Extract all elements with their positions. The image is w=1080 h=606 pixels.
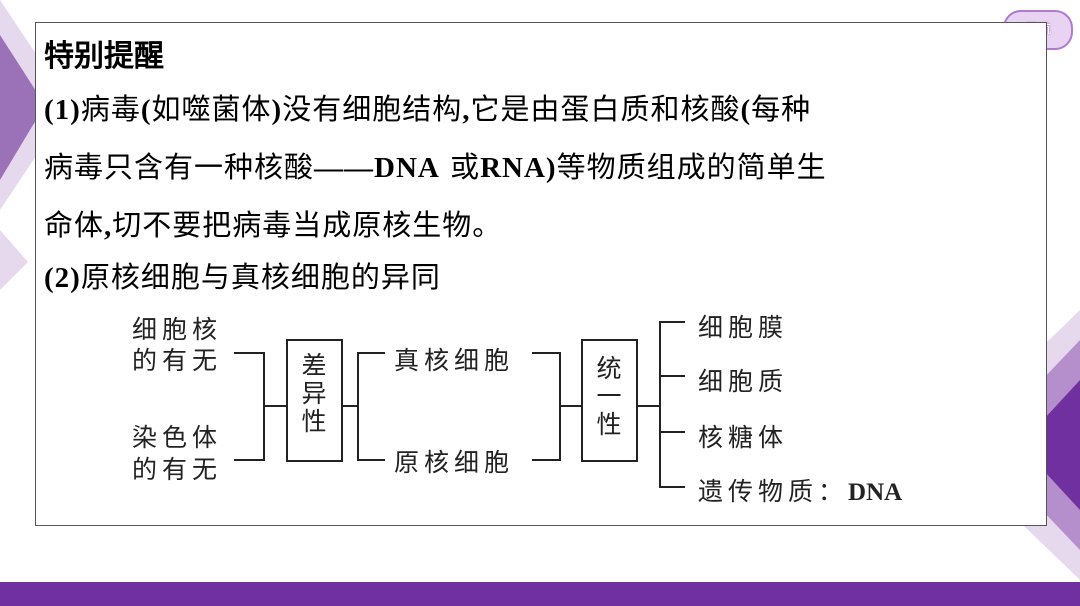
p1-dna: ——DNA bbox=[314, 152, 440, 184]
unity-char-2: 一 bbox=[596, 382, 622, 411]
p1-text-5: 每种 bbox=[751, 92, 812, 126]
right-item-ribosome: 核糖体 bbox=[698, 423, 789, 452]
p2-number: (2) bbox=[44, 262, 81, 294]
right-item-cytoplasm: 细胞质 bbox=[698, 367, 789, 396]
p1-text-2: 如噬菌体 bbox=[151, 92, 272, 126]
p1-paren-close: ) bbox=[271, 94, 283, 126]
p1-text-10: 切不要把病毒当成原核生物。 bbox=[112, 208, 503, 242]
unity-char-3: 性 bbox=[596, 410, 622, 439]
unity-char-1: 统 bbox=[596, 354, 622, 383]
right-item-genetic-material: 遗传物质：DNA bbox=[698, 472, 902, 508]
difference-char-2: 异 bbox=[301, 379, 327, 408]
p1-rna: RNA) bbox=[480, 152, 557, 184]
dna-label: DNA bbox=[848, 479, 903, 506]
unity-box-label: 统 一 性 bbox=[594, 355, 624, 439]
bottom-bar bbox=[0, 582, 1080, 606]
paragraph-1: (1)病毒(如噬菌体)没有细胞结构,它是由蛋白质和核酸(每种 病毒只含有一种核酸… bbox=[44, 81, 1039, 255]
left-item-nucleus-presence: 的有无 bbox=[132, 346, 223, 375]
p1-text-1: 病毒 bbox=[80, 92, 141, 126]
difference-char-3: 性 bbox=[301, 407, 327, 436]
genetic-material-label: 遗传物质： bbox=[698, 477, 849, 506]
p1-paren-open-2: ( bbox=[740, 94, 752, 126]
heading: 特别提醒 bbox=[44, 39, 164, 74]
middle-item-eukaryotic: 真核细胞 bbox=[394, 346, 515, 375]
p1-text-7: 或 bbox=[439, 150, 481, 184]
p1-text-3: 没有细胞结构 bbox=[282, 92, 463, 126]
p1-text-6: 病毒只含有一种核酸 bbox=[44, 150, 315, 184]
p1-text-9: 命体 bbox=[44, 208, 105, 242]
p1-comma-2: , bbox=[104, 210, 113, 242]
content-box: 特别提醒 (1)病毒(如噬菌体)没有细胞结构,它是由蛋白质和核酸(每种 病毒只含… bbox=[35, 22, 1047, 526]
p1-comma-1: , bbox=[462, 94, 471, 126]
p1-paren-open: ( bbox=[140, 94, 152, 126]
left-item-nucleus: 细胞核 bbox=[132, 315, 223, 344]
left-item-chromosome-presence: 的有无 bbox=[132, 455, 223, 484]
paragraph-2: (2)原核细胞与真核细胞的异同 bbox=[44, 249, 1039, 307]
middle-item-prokaryotic: 原核细胞 bbox=[394, 448, 515, 477]
right-item-membrane: 细胞膜 bbox=[698, 313, 789, 342]
p1-number: (1) bbox=[44, 94, 81, 126]
left-item-chromosome: 染色体 bbox=[132, 423, 223, 452]
p1-text-8: 等物质组成的简单生 bbox=[556, 150, 827, 184]
difference-box-label: 差 异 性 bbox=[299, 352, 329, 436]
difference-char-1: 差 bbox=[301, 351, 327, 380]
p1-text-4: 它是由蛋白质和核酸 bbox=[470, 92, 741, 126]
p2-text: 原核细胞与真核细胞的异同 bbox=[80, 260, 441, 294]
